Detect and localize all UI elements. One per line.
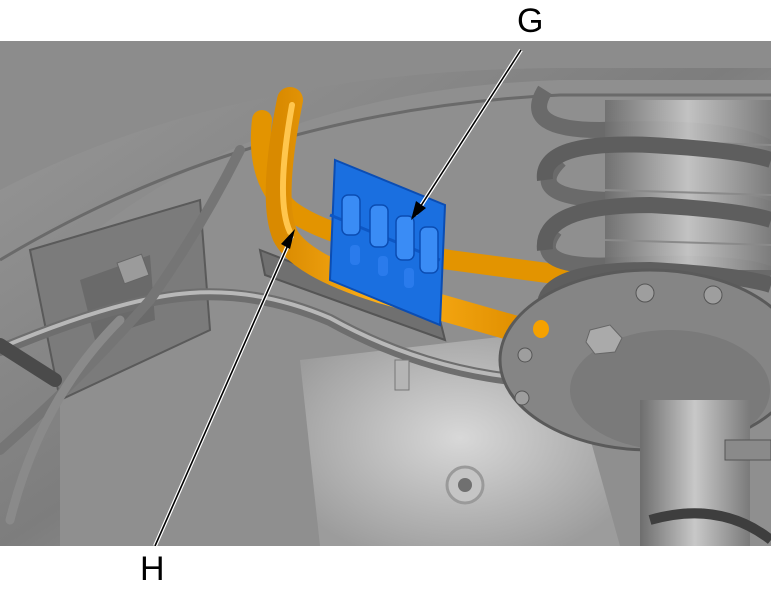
floor-hole (458, 478, 472, 492)
callout-label-g: G (517, 2, 544, 40)
flange-holes (514, 283, 723, 406)
leader-line-h (153, 229, 295, 546)
brake-line-lower (0, 145, 245, 455)
leader-line-g (411, 48, 523, 220)
brake-line-left (5, 315, 125, 525)
illustration-panel (0, 41, 771, 546)
flange-orange-hole (533, 320, 549, 338)
line-clip-1 (394, 359, 410, 391)
strut-hose (648, 508, 771, 544)
orange-harness-highlight (280, 102, 295, 235)
hose-end (0, 338, 62, 387)
wheel-well-illustration (0, 41, 771, 546)
strut-bracket (724, 439, 771, 461)
wheel-arch-lip (0, 41, 771, 190)
line-clip-2 (116, 253, 150, 285)
flange-bolt (585, 324, 623, 355)
brake-line-upper-highlight (0, 290, 522, 380)
callout-label-h: H (140, 550, 165, 588)
